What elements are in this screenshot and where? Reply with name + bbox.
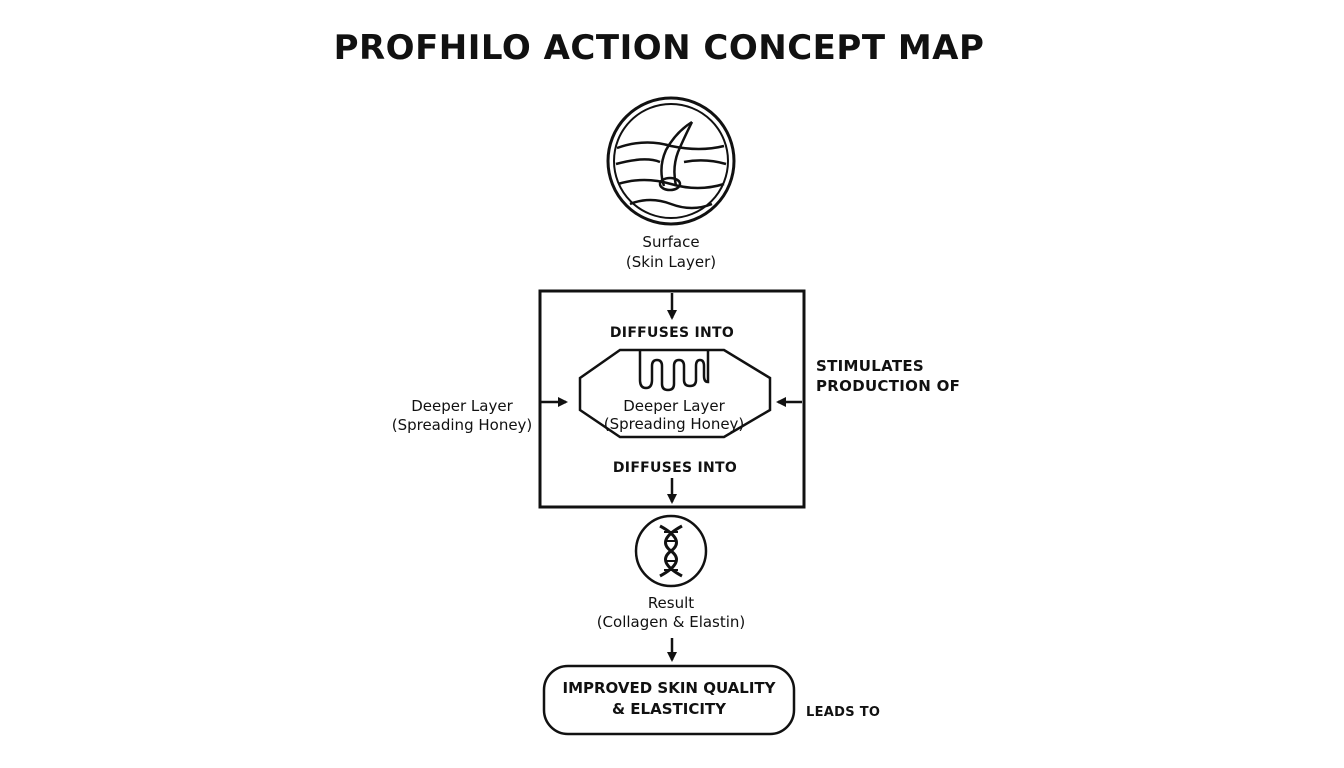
result-subtitle: (Collagen & Elastin) <box>596 613 746 631</box>
dna-icon <box>634 514 708 588</box>
deeper-layer-octagon <box>578 348 772 439</box>
stimulates-line1: STIMULATES <box>816 357 925 375</box>
outcome-line1: IMPROVED SKIN QUALITY <box>562 679 776 697</box>
dripping-honey-icon <box>638 350 710 392</box>
left-node-title: Deeper Layer <box>411 397 513 415</box>
left-node-subtitle: (Spreading Honey) <box>391 416 533 434</box>
diffuses-into-bottom-label: DIFFUSES INTO <box>612 460 738 476</box>
surface-title: Surface <box>642 233 700 251</box>
inner-node-title: Deeper Layer <box>623 397 725 415</box>
result-title: Result <box>647 594 695 612</box>
stimulates-line2: PRODUCTION OF <box>816 377 961 395</box>
process-container <box>538 289 806 509</box>
outcome-line2: & ELASTICITY <box>611 700 727 718</box>
outcome-pill <box>542 664 796 736</box>
inner-node-subtitle: (Spreading Honey) <box>603 415 745 433</box>
leads-to-label: LEADS TO <box>806 705 881 720</box>
page-title: PROFHILO ACTION CONCEPT MAP <box>333 28 985 68</box>
skin-layer-icon <box>606 96 736 226</box>
surface-subtitle: (Skin Layer) <box>625 253 717 271</box>
diffuses-into-top-label: DIFFUSES INTO <box>609 325 735 341</box>
